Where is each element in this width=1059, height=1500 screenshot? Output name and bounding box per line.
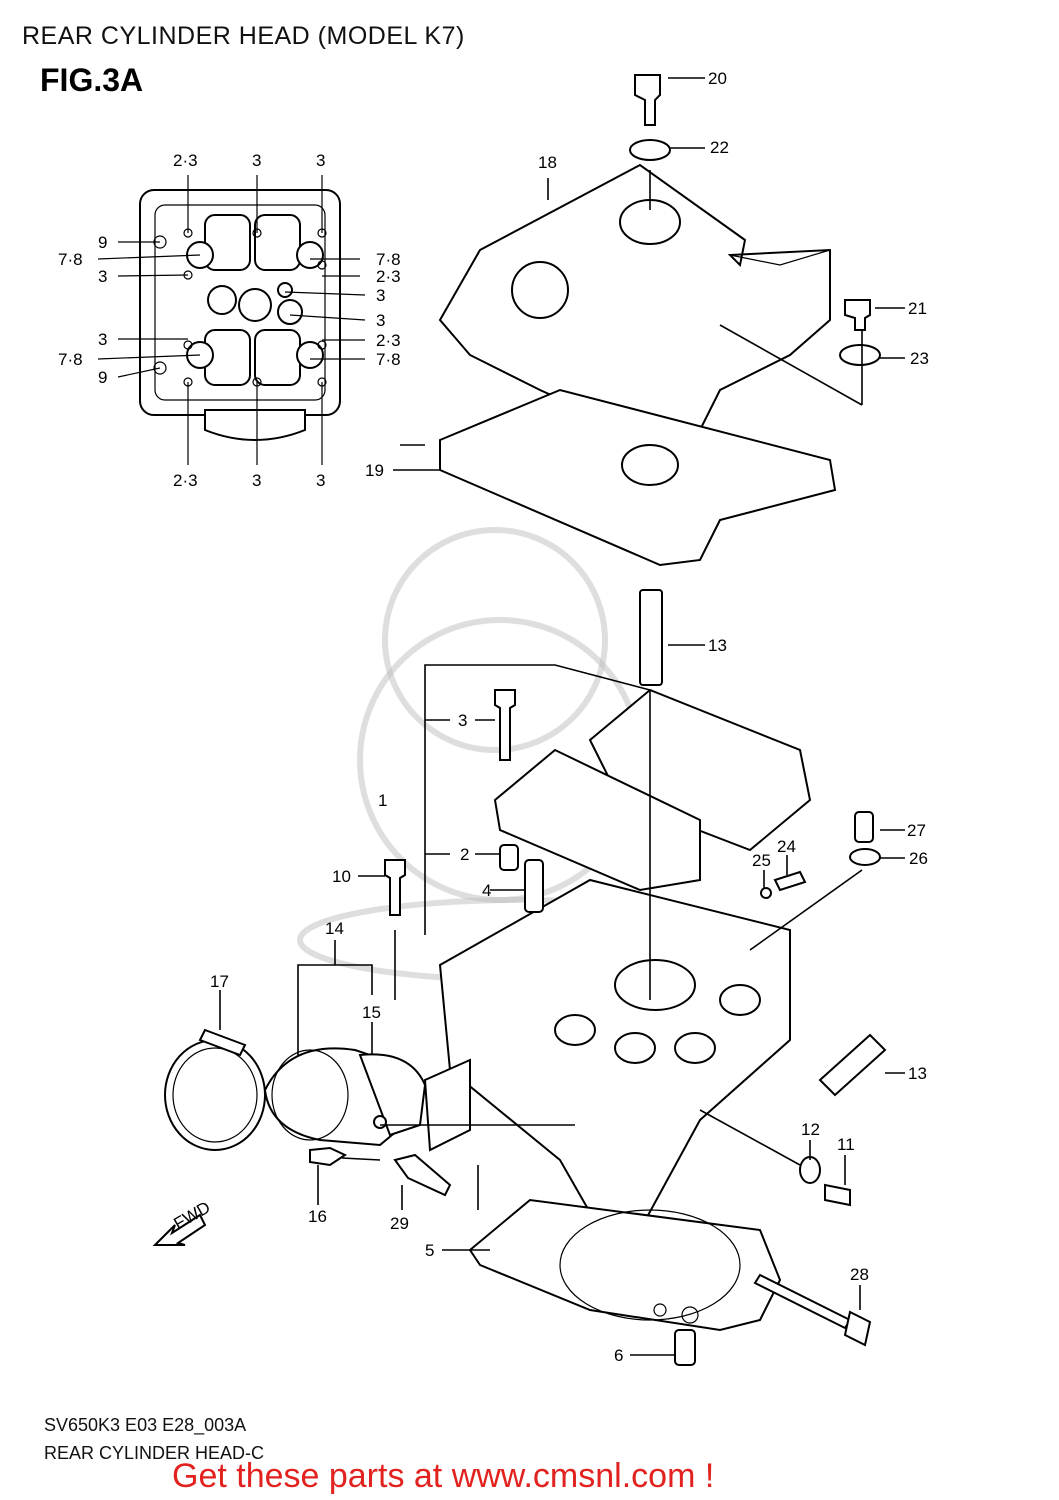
tv-callout-18: 3 bbox=[316, 471, 325, 490]
callout-5: 5 bbox=[425, 1241, 434, 1260]
page-title: REAR CYLINDER HEAD (MODEL K7) bbox=[22, 22, 465, 50]
callout-13-side: 13 bbox=[908, 1064, 927, 1083]
callout-20: 20 bbox=[708, 69, 727, 88]
callout-27: 27 bbox=[907, 821, 926, 840]
fwd-arrow-icon: FWD bbox=[152, 1198, 214, 1246]
tv-callout-5: 7·8 bbox=[58, 250, 83, 269]
callout-21: 21 bbox=[908, 299, 927, 318]
callout-26: 26 bbox=[909, 849, 928, 868]
callout-10: 10 bbox=[332, 867, 351, 886]
callout-18: 18 bbox=[538, 153, 557, 172]
tv-callout-1: 2·3 bbox=[173, 151, 198, 170]
figure-label: FIG.3A bbox=[40, 62, 144, 98]
top-view-leaders bbox=[97, 175, 366, 465]
callout-2: 2 bbox=[460, 845, 469, 864]
cylinder-head-gasket bbox=[468, 1198, 782, 1332]
callout-16: 16 bbox=[308, 1207, 327, 1226]
callout-4: 4 bbox=[482, 881, 491, 900]
tv-callout-2: 3 bbox=[252, 151, 261, 170]
callout-3: 3 bbox=[458, 711, 467, 730]
tv-callout-17: 3 bbox=[252, 471, 261, 490]
part-callouts: 20 22 18 21 23 19 13 3 1 2 4 10 27 26 24… bbox=[210, 69, 929, 1365]
callout-1: 1 bbox=[378, 791, 387, 810]
tv-callout-11: 3 bbox=[98, 330, 107, 349]
callout-29: 29 bbox=[390, 1214, 409, 1233]
diagram-code: SV650K3 E03 E28_003A bbox=[44, 1415, 247, 1435]
callout-17: 17 bbox=[210, 972, 229, 991]
callout-19: 19 bbox=[365, 461, 384, 480]
tv-callout-15: 7·8 bbox=[376, 350, 401, 369]
tv-callout-13: 7·8 bbox=[58, 350, 83, 369]
callout-24: 24 bbox=[777, 837, 796, 856]
callout-13-top: 13 bbox=[708, 636, 727, 655]
top-view-callouts: 2·3 3 3 9 7·8 3 7·8 2·3 3 3 3 2·3 7·8 9 … bbox=[58, 151, 401, 490]
small-parts bbox=[384, 689, 881, 1366]
tv-callout-10: 3 bbox=[376, 311, 385, 330]
tv-callout-16: 2·3 bbox=[173, 471, 198, 490]
callout-12: 12 bbox=[801, 1120, 820, 1139]
callout-14: 14 bbox=[325, 919, 344, 938]
tv-callout-9: 3 bbox=[376, 286, 385, 305]
intake-pipe-assembly bbox=[164, 1028, 452, 1197]
callout-28: 28 bbox=[850, 1265, 869, 1284]
cover-bolts bbox=[629, 74, 881, 366]
spark-plugs bbox=[639, 589, 887, 1097]
long-bolt bbox=[753, 1273, 872, 1347]
tv-callout-3: 3 bbox=[316, 151, 325, 170]
cylinder-head bbox=[423, 688, 812, 1231]
top-view-cylinder-head bbox=[139, 189, 341, 441]
tv-callout-14: 9 bbox=[98, 368, 107, 387]
leader-lines bbox=[219, 77, 905, 1356]
callout-23: 23 bbox=[910, 349, 929, 368]
callout-11: 11 bbox=[837, 1135, 855, 1154]
tv-callout-6: 3 bbox=[98, 267, 107, 286]
tv-callout-12: 2·3 bbox=[376, 331, 401, 350]
tv-callout-4: 9 bbox=[98, 233, 107, 252]
tv-callout-8: 2·3 bbox=[376, 267, 401, 286]
promo-link[interactable]: Get these parts at www.cmsnl.com ! bbox=[172, 1457, 715, 1495]
callout-6: 6 bbox=[614, 1346, 623, 1365]
callout-22: 22 bbox=[710, 138, 729, 157]
callout-25: 25 bbox=[752, 851, 771, 870]
callout-15: 15 bbox=[362, 1003, 381, 1022]
cylinder-head-cover bbox=[438, 163, 837, 567]
tv-callout-7: 7·8 bbox=[376, 250, 401, 269]
diagram-name: REAR CYLINDER HEAD-C bbox=[44, 1443, 265, 1463]
